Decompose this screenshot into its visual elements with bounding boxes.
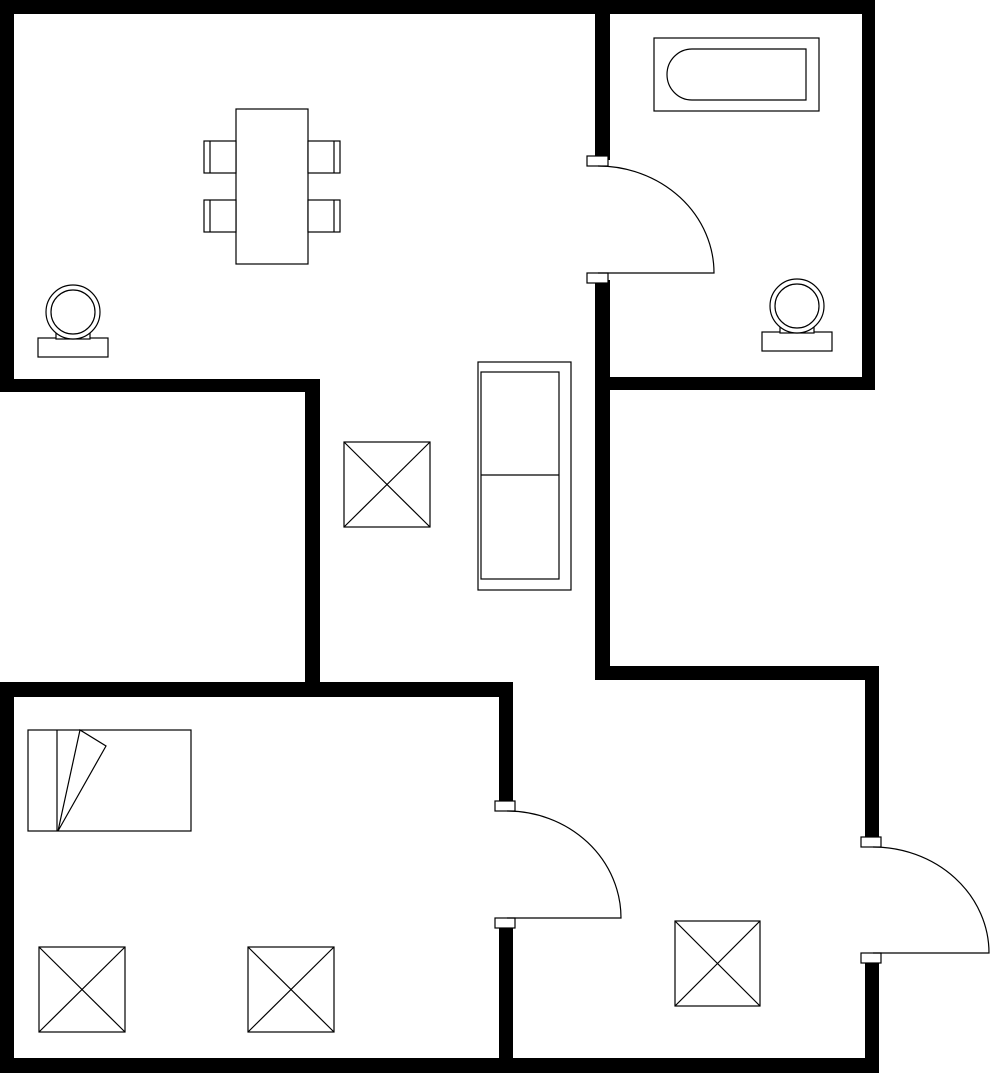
wall-top-main	[0, 0, 610, 14]
wall-hall-right-lower	[865, 962, 879, 1073]
wall-top-bathroom	[595, 0, 875, 14]
door-bathroom[interactable]	[586, 155, 715, 284]
chair-icon	[307, 199, 341, 233]
door-bedroom[interactable]	[494, 800, 622, 929]
chair-icon	[203, 140, 237, 174]
box-marker-icon[interactable]	[343, 441, 431, 528]
box-marker-icon[interactable]	[38, 946, 126, 1033]
chair-icon	[203, 199, 237, 233]
box-marker-icon[interactable]	[674, 920, 761, 1007]
door-jamb-icon	[586, 155, 609, 167]
toilet-icon[interactable]	[761, 278, 833, 352]
wall-left-upper	[0, 0, 14, 392]
door-jamb-icon	[494, 917, 516, 929]
walls	[0, 0, 879, 1073]
wall-bathroom-right	[862, 0, 875, 390]
dining-table-icon	[235, 108, 309, 265]
wall-hall-top	[595, 666, 879, 680]
chair-icon	[307, 140, 341, 174]
wall-mid-left	[0, 379, 320, 392]
wall-bathroom-bottom	[595, 377, 875, 390]
door-jamb-icon	[860, 836, 882, 848]
wall-bathroom-left-upper	[595, 0, 610, 160]
wall-bathroom-left-lower	[595, 280, 610, 680]
wall-bedroom-right-lower	[499, 928, 513, 1073]
door-jamb-icon	[586, 272, 609, 284]
wall-bedroom-left	[0, 682, 14, 1073]
door-entrance[interactable]	[860, 836, 990, 964]
door-swing-icon	[872, 846, 990, 954]
wall-hall-right-upper	[865, 666, 879, 838]
wall-corridor-left	[305, 379, 320, 689]
toilet-icon[interactable]	[37, 284, 109, 358]
dining-set[interactable]	[203, 108, 341, 265]
door-swing-icon	[506, 810, 622, 919]
door-swing-icon	[597, 165, 715, 274]
wall-bottom	[0, 1058, 879, 1073]
wall-bedroom-top	[0, 682, 513, 697]
door-jamb-icon	[860, 952, 882, 964]
wall-bedroom-right-upper	[499, 682, 513, 802]
sofa-icon[interactable]	[477, 361, 572, 591]
box-marker-icon[interactable]	[247, 946, 335, 1033]
door-jamb-icon	[494, 800, 516, 812]
bed-icon[interactable]	[27, 729, 192, 832]
bathtub-icon[interactable]	[653, 37, 820, 112]
